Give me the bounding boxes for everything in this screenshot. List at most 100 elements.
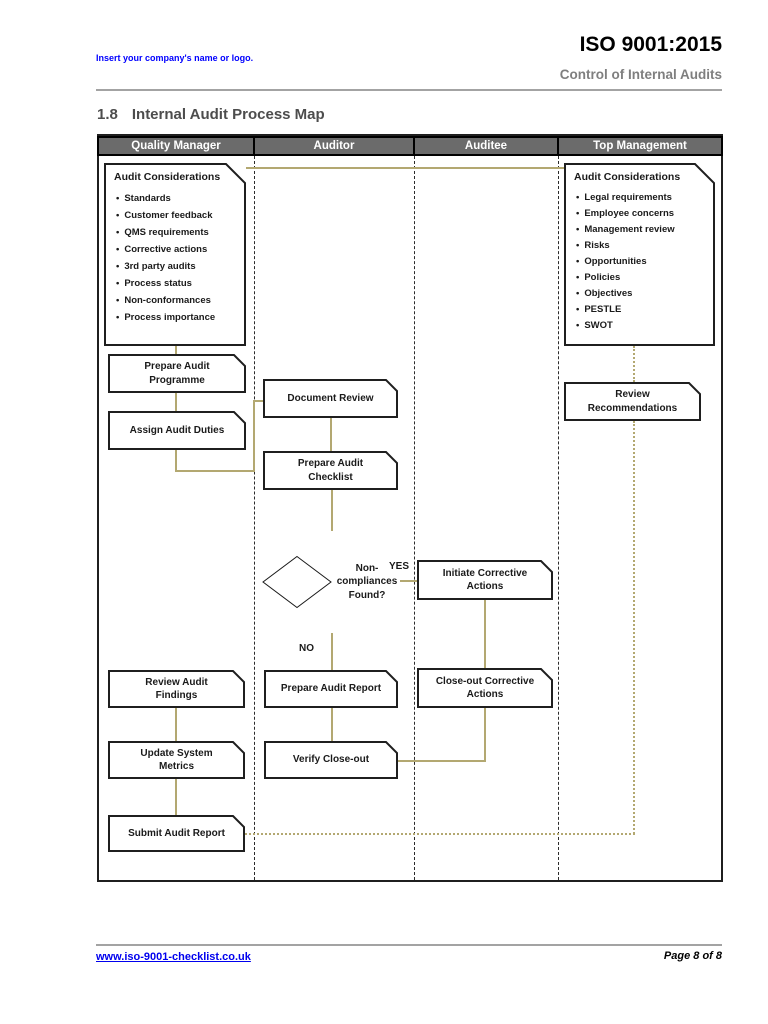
node-label: Initiate Corrective Actions xyxy=(442,567,528,592)
list-item-text: Employee concerns xyxy=(584,208,675,219)
lane-header-auditee: Auditee xyxy=(413,136,559,156)
lane-header-quality-manager: Quality Manager xyxy=(97,136,255,156)
node-document-review: Document Review xyxy=(263,379,398,418)
list-item-text: PESTLE xyxy=(584,304,622,315)
connector-findings-to-update xyxy=(175,708,177,741)
audit-considerations-right-list: Legal requirements Employee concerns Man… xyxy=(574,190,709,334)
list-item: Objectives xyxy=(574,286,709,302)
node-frame xyxy=(108,815,245,852)
node-prepare-audit-report: Prepare Audit Report xyxy=(264,670,398,708)
list-item: 3rd party audits xyxy=(114,258,240,275)
node-initiate-corrective-actions: Initiate Corrective Actions xyxy=(417,560,553,600)
connector-decision-yes xyxy=(400,580,418,582)
connector-considerations-link xyxy=(246,167,564,169)
audit-considerations-left-list: Standards Customer feedback QMS requirem… xyxy=(114,190,240,326)
list-item: Corrective actions xyxy=(114,241,240,258)
list-item-text: Opportunities xyxy=(584,256,647,267)
lane-header-top-management: Top Management xyxy=(557,136,723,156)
connector-considerations-to-recommendations-dotted xyxy=(633,346,635,382)
swimlane-table: Quality Manager Auditor Auditee Top Mana… xyxy=(97,134,723,882)
audit-considerations-right-box: Audit Considerations Legal requirements … xyxy=(564,163,715,346)
section-title-text: Internal Audit Process Map xyxy=(131,106,325,123)
audit-considerations-left-title: Audit Considerations xyxy=(114,171,221,183)
connector-into-document-review xyxy=(253,400,265,402)
section-number: 1.8 xyxy=(97,106,118,123)
node-label: Document Review xyxy=(287,392,374,404)
footer-divider xyxy=(96,944,722,946)
node-label: Assign Audit Duties xyxy=(129,424,225,436)
list-item: Employee concerns xyxy=(574,206,709,222)
connector-docreview-to-checklist xyxy=(330,418,332,451)
list-item-text: Corrective actions xyxy=(124,244,208,255)
list-item-text: SWOT xyxy=(584,320,613,331)
lane-separator-1 xyxy=(254,156,255,880)
list-item-text: Risks xyxy=(584,240,610,251)
list-item: Process status xyxy=(114,275,240,292)
list-item: PESTLE xyxy=(574,302,709,318)
node-frame xyxy=(564,382,701,421)
node-frame xyxy=(108,670,245,708)
audit-considerations-left-box: Audit Considerations Standards Customer … xyxy=(104,163,246,346)
connector-programme-to-assign xyxy=(175,393,177,411)
connector-recommendations-down-dotted xyxy=(633,421,635,834)
list-item-text: Process status xyxy=(124,278,192,289)
connector-assign-up xyxy=(253,400,255,472)
list-item: Risks xyxy=(574,238,709,254)
document-subtitle: Control of Internal Audits xyxy=(559,67,722,82)
node-label: Prepare Audit Programme xyxy=(144,361,210,386)
connector-checklist-to-decision xyxy=(331,490,333,531)
node-prepare-audit-programme: Prepare Audit Programme xyxy=(108,354,246,393)
list-item-text: Customer feedback xyxy=(124,210,213,221)
list-item-text: Objectives xyxy=(584,288,633,299)
node-submit-audit-report: Submit Audit Report xyxy=(108,815,245,852)
connector-considerations-to-programme xyxy=(175,346,177,354)
node-label: Prepare Audit Report xyxy=(280,683,382,695)
diamond-shape-icon xyxy=(262,555,332,609)
list-item: Legal requirements xyxy=(574,190,709,206)
node-update-system-metrics: Update System Metrics xyxy=(108,741,245,779)
list-item: Customer feedback xyxy=(114,207,240,224)
node-verify-close-out: Verify Close-out xyxy=(264,741,398,779)
decision-no-label: NO xyxy=(299,643,314,654)
node-label: Review Audit Findings xyxy=(145,676,208,701)
connector-closeout-to-verify xyxy=(398,760,486,762)
list-item: Process importance xyxy=(114,309,240,326)
node-label: Update System Metrics xyxy=(140,747,213,772)
node-frame xyxy=(108,411,246,450)
connector-update-to-submit xyxy=(175,779,177,815)
node-frame xyxy=(417,668,553,708)
decision-yes-label: YES xyxy=(389,561,410,572)
list-item: Management review xyxy=(574,222,709,238)
node-frame xyxy=(108,354,246,393)
list-item: SWOT xyxy=(574,318,709,334)
connector-assign-down xyxy=(175,450,177,472)
list-item-text: Non-conformances xyxy=(124,295,211,306)
node-frame xyxy=(264,670,398,708)
footer-page-number: Page 8 of 8 xyxy=(663,950,722,962)
connector-closeout-down xyxy=(484,708,486,761)
list-item-text: Process importance xyxy=(124,312,216,323)
section-title: 1.8 Internal Audit Process Map xyxy=(97,106,325,123)
list-item: Non-conformances xyxy=(114,292,240,309)
node-label: Verify Close-out xyxy=(292,754,370,766)
list-item: QMS requirements xyxy=(114,224,240,241)
connector-decision-no xyxy=(331,633,333,670)
list-item-text: 3rd party audits xyxy=(124,261,196,272)
node-frame xyxy=(417,560,553,600)
audit-considerations-right-title: Audit Considerations xyxy=(574,171,681,183)
node-label: Submit Audit Report xyxy=(128,827,225,839)
company-name-placeholder: Insert your company's name or logo. xyxy=(96,53,254,63)
node-review-recommendations: Review Recommendations xyxy=(564,382,701,421)
document-title: ISO 9001:2015 xyxy=(579,33,722,56)
node-assign-audit-duties: Assign Audit Duties xyxy=(108,411,246,450)
lane-separator-3 xyxy=(558,156,559,880)
list-item: Standards xyxy=(114,190,240,207)
header-divider xyxy=(96,89,722,91)
node-close-out-corrective-actions: Close-out Corrective Actions xyxy=(417,668,553,708)
list-item-text: Legal requirements xyxy=(584,192,672,203)
lane-separator-2 xyxy=(414,156,415,880)
footer-website-link[interactable]: www.iso-9001-checklist.co.uk xyxy=(96,951,251,963)
node-label: Review Recommendations xyxy=(587,389,678,414)
lane-header-auditor: Auditor xyxy=(253,136,415,156)
